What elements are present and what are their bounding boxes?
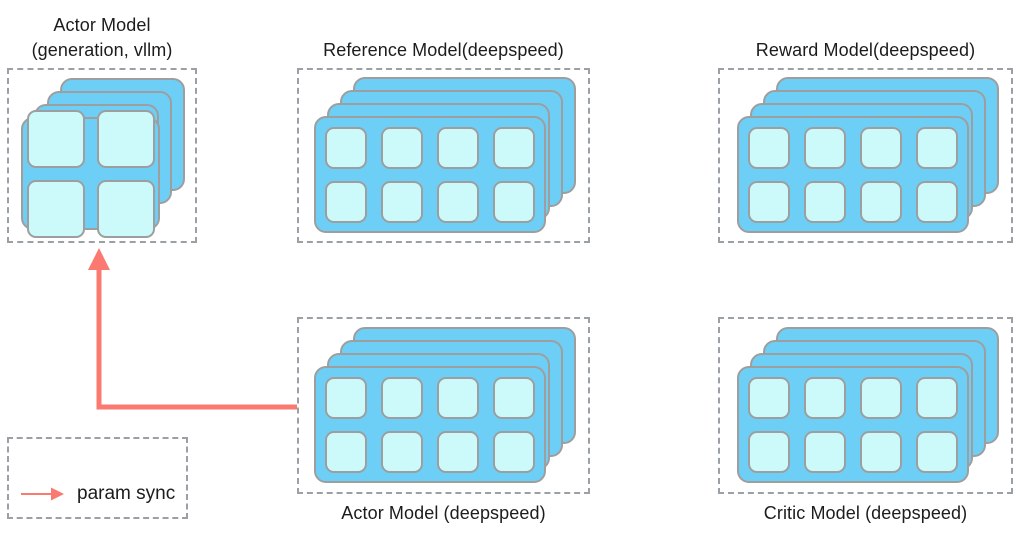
card-stack-actor-vllm	[21, 78, 185, 238]
card-cell	[325, 126, 367, 169]
legend-row: param sync	[21, 483, 175, 505]
card-cell-grid	[23, 109, 158, 238]
card-cell-grid	[316, 118, 544, 231]
card-cell-grid	[739, 368, 967, 481]
group-reference-model[interactable]: Reference Model(deepspeed)	[297, 40, 590, 243]
card-cell	[493, 126, 535, 169]
group-label-actor-vllm: Actor Model (generation, vllm)	[31, 15, 173, 60]
group-actor-vllm[interactable]: Actor Model (generation, vllm)	[7, 15, 197, 243]
group-label-actor-deepspeed: Actor Model (deepspeed)	[341, 503, 546, 523]
card-stack-reference-model	[314, 77, 576, 233]
card-cell	[860, 126, 902, 169]
param-sync-legend-arrow-icon	[21, 487, 64, 501]
card-cell	[860, 180, 902, 223]
card-cell	[325, 180, 367, 223]
card-cell	[748, 430, 790, 473]
group-dashed-border	[297, 317, 590, 494]
card-cell	[381, 430, 423, 473]
card-cell	[916, 430, 958, 473]
card-cell	[748, 180, 790, 223]
card-cell	[381, 126, 423, 169]
card-cell-grid	[316, 368, 544, 481]
card-front	[314, 366, 546, 483]
card-cell	[916, 180, 958, 223]
card-front	[21, 109, 160, 238]
card-stack-reward-model	[737, 77, 999, 233]
card-cell	[860, 376, 902, 419]
legend-dashed-border	[7, 437, 188, 519]
card-cell	[26, 179, 85, 238]
card-cell	[748, 126, 790, 169]
card-cell	[325, 376, 367, 419]
card-front	[737, 366, 969, 483]
legend-label: param sync	[77, 483, 176, 504]
card-cell-grid	[739, 118, 967, 231]
card-cell	[437, 126, 479, 169]
card-cell	[804, 126, 846, 169]
card-cell	[26, 109, 85, 168]
card-cell	[325, 430, 367, 473]
card-cell	[493, 180, 535, 223]
group-dashed-border	[718, 68, 1013, 243]
legend-param-sync[interactable]: param sync	[7, 437, 188, 519]
group-critic-model[interactable]: Critic Model (deepspeed)	[718, 317, 1013, 523]
group-label-reference-model: Reference Model(deepspeed)	[323, 40, 564, 60]
card-cell	[437, 376, 479, 419]
card-cell	[916, 126, 958, 169]
group-label-critic-model: Critic Model (deepspeed)	[763, 503, 968, 523]
card-cell	[493, 376, 535, 419]
card-cell	[804, 430, 846, 473]
card-cell	[437, 180, 479, 223]
group-dashed-border	[718, 317, 1013, 494]
param-sync-arrow-head	[88, 248, 110, 270]
card-cell	[860, 430, 902, 473]
card-cell	[381, 376, 423, 419]
group-dashed-border	[297, 68, 590, 243]
card-cell	[804, 180, 846, 223]
card-front	[737, 116, 969, 233]
group-dashed-border	[7, 68, 197, 243]
group-label-reward-model: Reward Model(deepspeed)	[755, 40, 976, 60]
group-actor-deepspeed[interactable]: Actor Model (deepspeed)	[297, 317, 590, 523]
card-stack-critic-model	[737, 327, 999, 483]
card-cell	[437, 430, 479, 473]
card-cell	[381, 180, 423, 223]
card-cell	[804, 376, 846, 419]
card-cell	[96, 109, 155, 168]
card-front	[314, 116, 546, 233]
card-cell	[916, 376, 958, 419]
card-cell	[96, 179, 155, 238]
group-reward-model[interactable]: Reward Model(deepspeed)	[718, 40, 1013, 243]
card-stack-actor-deepspeed	[314, 327, 576, 483]
param-sync-arrow-line	[96, 262, 297, 410]
card-cell	[748, 376, 790, 419]
card-cell	[493, 430, 535, 473]
